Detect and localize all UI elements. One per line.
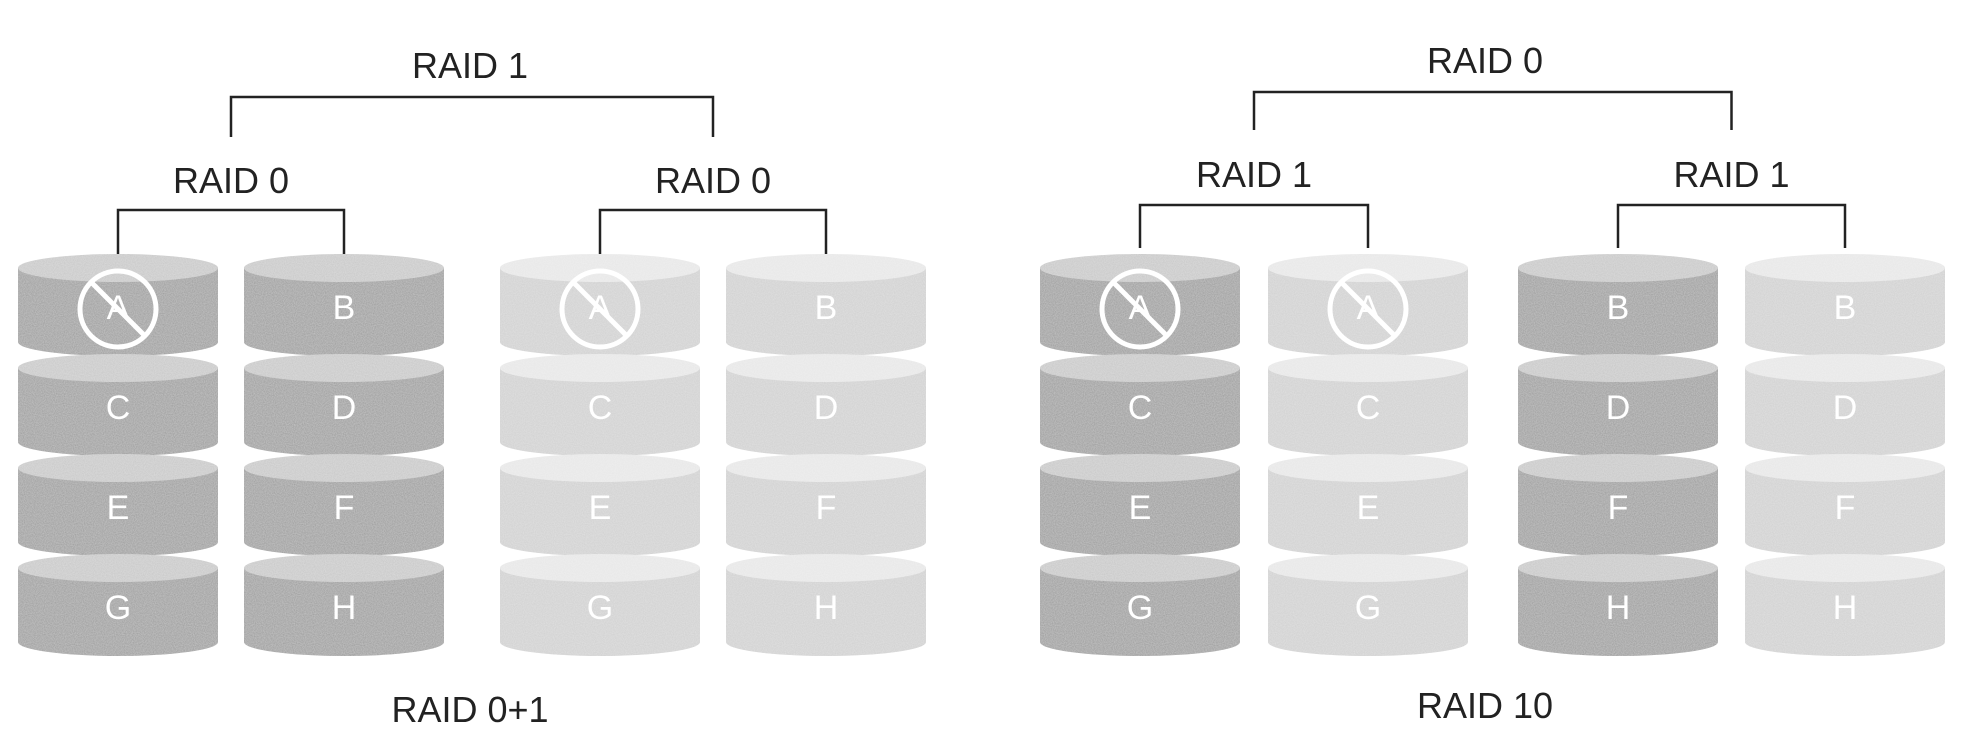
disk-e: [1268, 454, 1468, 556]
disk-label: F: [1608, 489, 1629, 527]
failed-disk-icon: [559, 268, 641, 350]
disk-d: [1518, 354, 1718, 456]
group-1: RAID 0ACEGBDFH: [500, 160, 926, 656]
disk-h: [1745, 554, 1945, 656]
top-bracket: [1252, 90, 1733, 130]
disk-c: [1268, 354, 1468, 456]
group-bracket: [1616, 203, 1847, 248]
disk-f: [726, 454, 926, 556]
disk-c: [500, 354, 700, 456]
disk-column: ACEG: [18, 254, 218, 656]
group-label: RAID 0: [655, 160, 771, 201]
disk-label: C: [588, 389, 613, 427]
disk-h: [244, 554, 444, 656]
disk-column: ACEG: [1040, 254, 1240, 656]
disk-label: F: [334, 489, 355, 527]
disk-label: B: [815, 289, 838, 327]
disk-column: B D F H: [1745, 254, 1945, 656]
disk-h: [726, 554, 926, 656]
disk-label: C: [1356, 389, 1381, 427]
disk-h: [1518, 554, 1718, 656]
disk-label: G: [1127, 589, 1153, 627]
disk-f: [244, 454, 444, 556]
disk-label: B: [1834, 289, 1857, 327]
disk-column: ACEG: [500, 254, 700, 656]
disk-b: [1518, 254, 1718, 356]
disk-column: B D F H: [244, 254, 444, 656]
failed-disk-icon: [77, 268, 159, 350]
top-level-label: RAID 0: [1427, 40, 1543, 81]
disk-label: F: [1835, 489, 1856, 527]
disk-label: C: [106, 389, 131, 427]
disk-b: [726, 254, 926, 356]
disk-column: B D F H: [1518, 254, 1718, 656]
disk-b: [1745, 254, 1945, 356]
group-label: RAID 1: [1196, 154, 1312, 195]
disk-label: E: [1129, 489, 1152, 527]
disk-c: [1040, 354, 1240, 456]
top-bracket: [229, 95, 715, 137]
disk-label: C: [1128, 389, 1153, 427]
disk-g: [1268, 554, 1468, 656]
disk-label: D: [332, 389, 357, 427]
group-1: RAID 1 B D F H B D F H: [1518, 154, 1945, 656]
disk-label: H: [332, 589, 357, 627]
disk-e: [500, 454, 700, 556]
group-label: RAID 1: [1673, 154, 1789, 195]
disk-g: [18, 554, 218, 656]
disk-g: [500, 554, 700, 656]
disk-g: [1040, 554, 1240, 656]
disk-c: [18, 354, 218, 456]
disk-label: G: [587, 589, 613, 627]
disk-label: D: [1606, 389, 1631, 427]
disk-f: [1518, 454, 1718, 556]
disk-label: B: [333, 289, 356, 327]
disk-label: H: [1833, 589, 1858, 627]
group-bracket: [116, 208, 346, 256]
disk-label: G: [1355, 589, 1381, 627]
disk-label: E: [589, 489, 612, 527]
disk-label: H: [814, 589, 839, 627]
disk-d: [726, 354, 926, 456]
disk-label: E: [1357, 489, 1380, 527]
failed-disk-icon: [1099, 268, 1181, 350]
diagram-caption: RAID 10: [1417, 685, 1553, 726]
disk-e: [18, 454, 218, 556]
group-bracket: [598, 208, 828, 256]
disk-b: [244, 254, 444, 356]
group-label: RAID 0: [173, 160, 289, 201]
disk-label: E: [107, 489, 130, 527]
disk-label: D: [1833, 389, 1858, 427]
group-bracket: [1138, 203, 1370, 248]
group-0: RAID 1ACEGACEG: [1040, 154, 1468, 656]
disk-d: [1745, 354, 1945, 456]
disk-label: G: [105, 589, 131, 627]
disk-label: D: [814, 389, 839, 427]
disk-d: [244, 354, 444, 456]
disk-label: H: [1606, 589, 1631, 627]
disk-column: ACEG: [1268, 254, 1468, 656]
failed-disk-icon: [1327, 268, 1409, 350]
disk-column: B D F H: [726, 254, 926, 656]
top-level-label: RAID 1: [412, 45, 528, 86]
diagram-caption: RAID 0+1: [391, 689, 548, 730]
group-0: RAID 0ACEGBDFH: [18, 160, 444, 656]
disk-f: [1745, 454, 1945, 556]
disk-label: B: [1607, 289, 1630, 327]
disk-e: [1040, 454, 1240, 556]
disk-label: F: [816, 489, 837, 527]
